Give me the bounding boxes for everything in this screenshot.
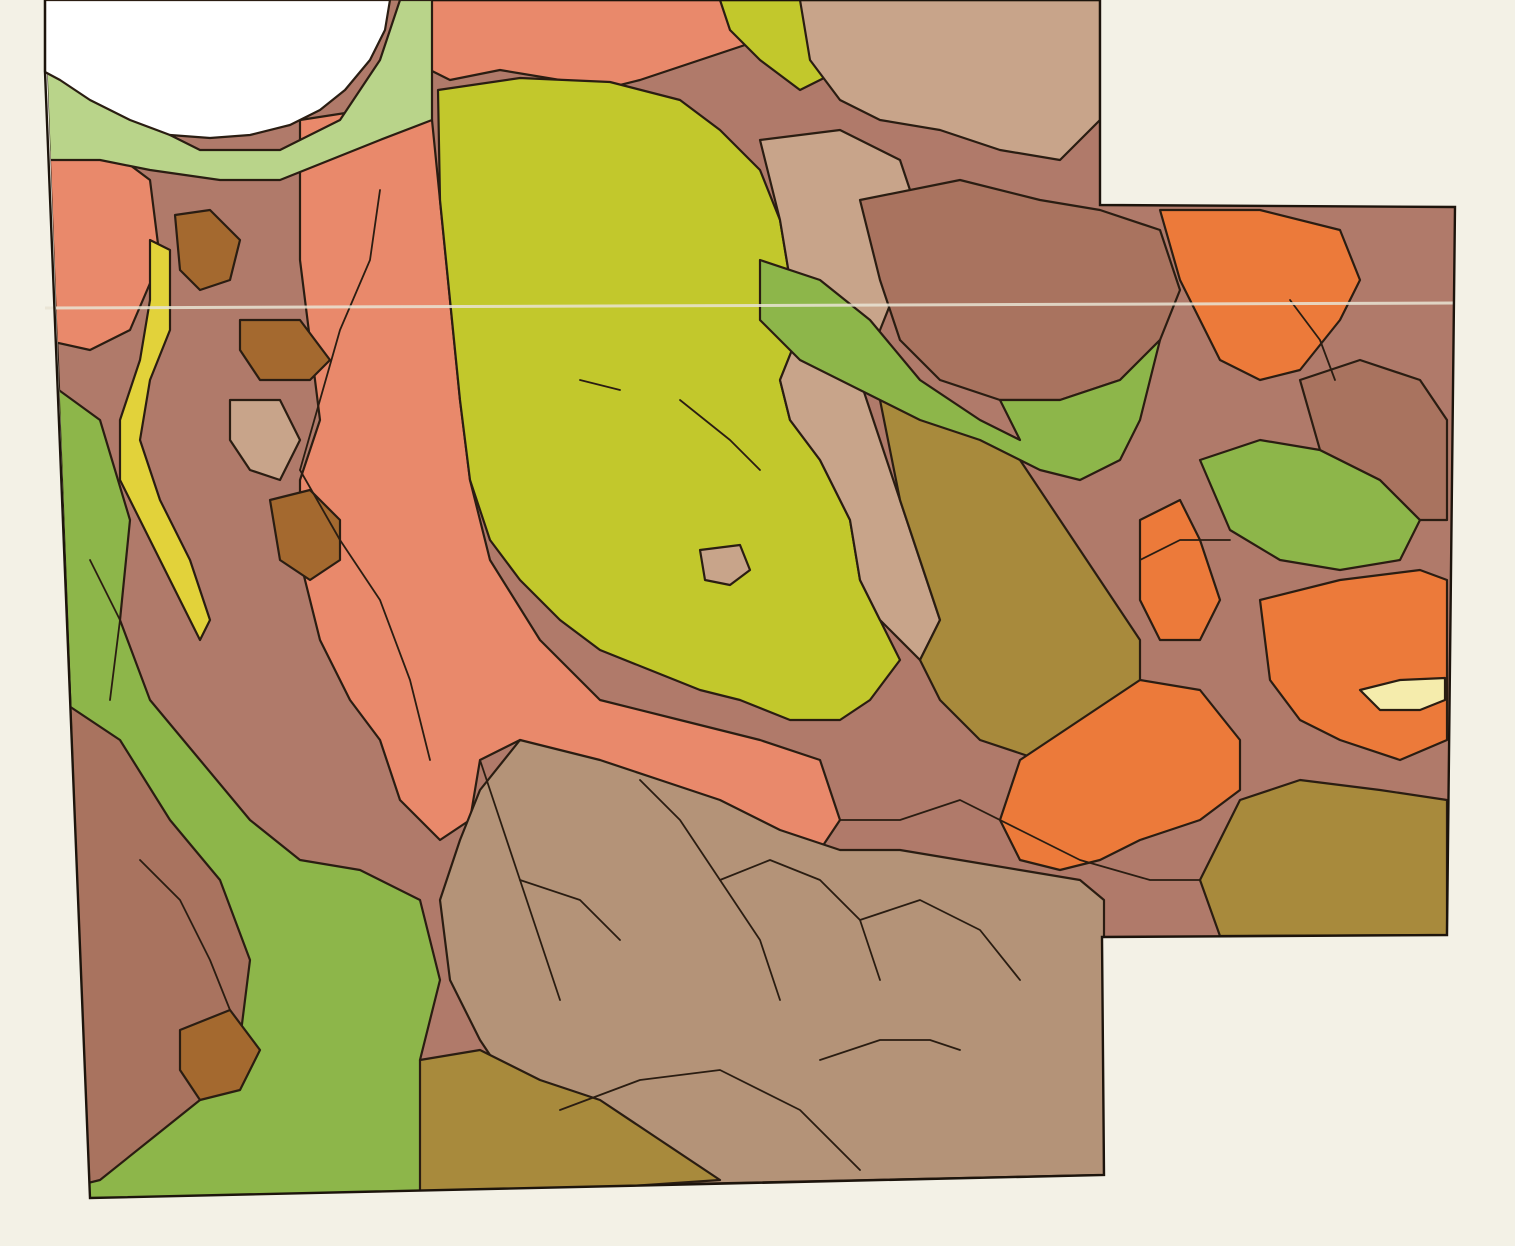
- stream-line: [299, 189, 381, 471]
- stream-line: [1139, 539, 1231, 561]
- unit-shoreline: [45, 0, 434, 182]
- stream-line: [299, 469, 431, 761]
- unit-brown-west-2: [238, 318, 332, 382]
- lake: [43, 0, 392, 140]
- map-boundary: [43, 0, 1457, 1200]
- unit-orange-east: [1258, 568, 1449, 762]
- stream-line: [839, 799, 1201, 881]
- paper-fold-line: [44, 301, 1456, 310]
- stream-line: [89, 559, 121, 701]
- drainage-network: [89, 189, 1336, 1171]
- stream-line: [579, 379, 621, 391]
- unit-light-tan-west: [228, 398, 302, 482]
- stream-line: [859, 899, 1021, 981]
- unit-orange-mid: [1138, 498, 1222, 642]
- stream-line: [1289, 299, 1336, 381]
- stream-line: [719, 859, 881, 981]
- unit-brown-west-1: [173, 208, 242, 292]
- unit-dusky-rose-east: [1298, 358, 1449, 522]
- stream-line: [519, 879, 621, 941]
- unit-yellow-streak-west: [118, 238, 212, 642]
- unit-brown-west-3: [268, 488, 342, 582]
- unit-light-tan-inset: [698, 543, 752, 587]
- unit-orange-southeast: [998, 678, 1242, 872]
- unit-tan-south: [438, 738, 1106, 1187]
- stream-line: [559, 1069, 861, 1171]
- unit-chartreuse-basin: [436, 76, 902, 722]
- unit-pale-yellow-lens: [1358, 676, 1447, 712]
- stream-line: [679, 399, 761, 471]
- stream-line: [819, 1039, 961, 1061]
- stream-line: [139, 859, 231, 1011]
- unit-olive-green-east: [758, 258, 1162, 482]
- unit-orange-northeast: [1158, 208, 1362, 382]
